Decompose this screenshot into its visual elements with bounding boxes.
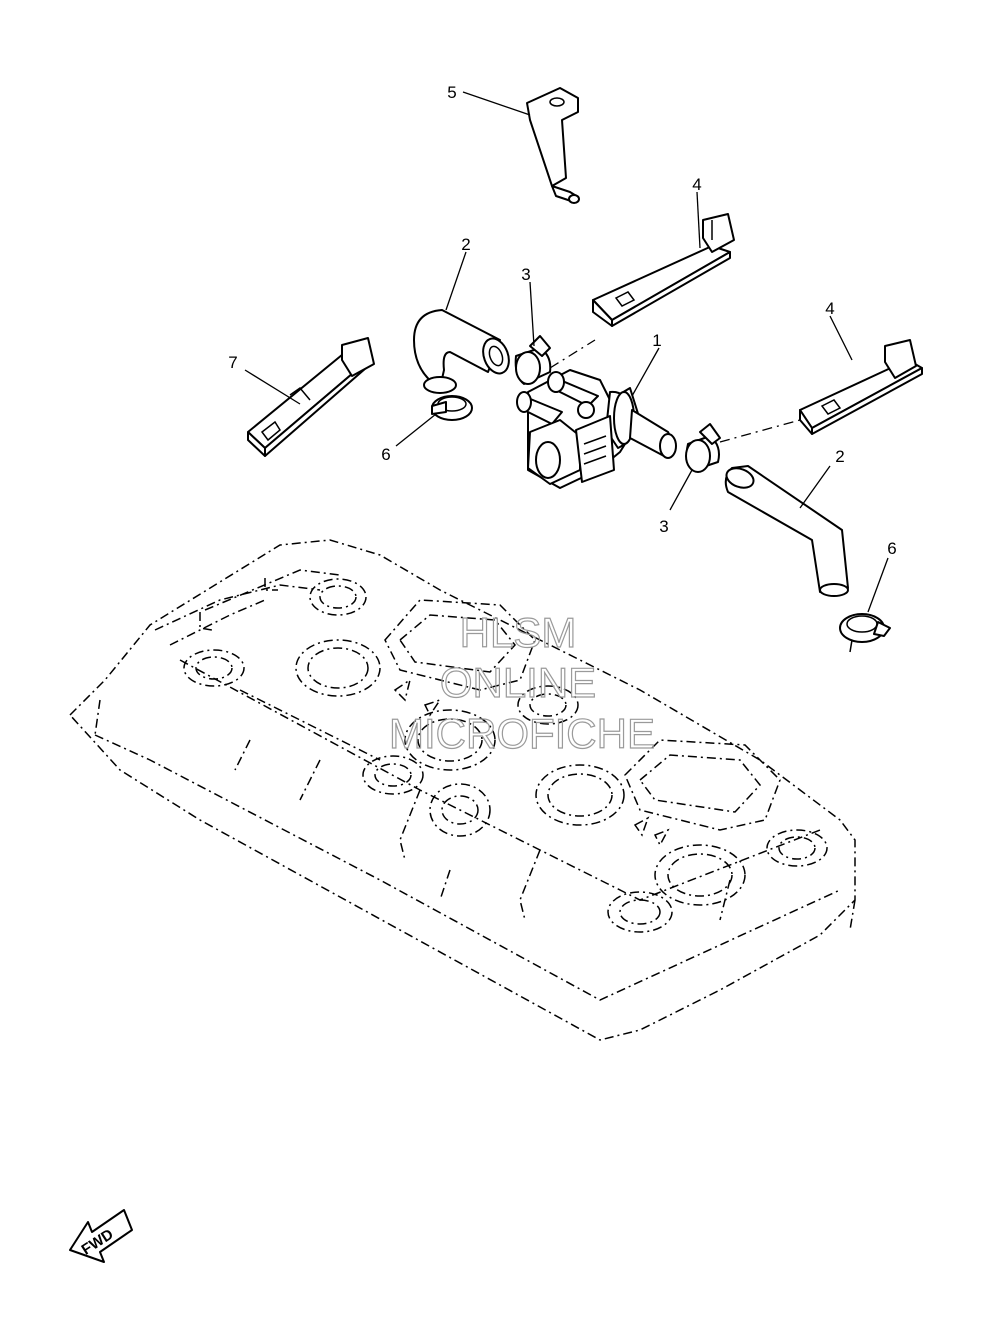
callout-7: 7 (228, 353, 237, 372)
band-part-7 (247, 337, 375, 457)
callout-3-lower: 3 (659, 517, 668, 536)
callout-4-upper: 4 (692, 175, 701, 194)
callout-6-left: 6 (381, 445, 390, 464)
callout-2-lower: 2 (835, 447, 844, 466)
watermark-line-3: MICROFICHE (389, 710, 655, 757)
watermark-line-1: HLSM (460, 609, 577, 656)
callout-4-lower: 4 (825, 299, 834, 318)
callout-2-upper: 2 (461, 235, 470, 254)
clamp-part-3-upper (514, 335, 552, 385)
callout-6-right: 6 (887, 539, 896, 558)
hose-part-2-lower (724, 465, 849, 597)
forward-arrow-icon (69, 1209, 133, 1263)
watermark: HLSM ONLINE MICROFICHE (388, 608, 655, 757)
cylinder-head-cover (68, 539, 856, 1041)
callout-1: 1 (652, 331, 661, 350)
hose-part-2-upper (413, 309, 510, 394)
hose-clip-part-6-left (431, 395, 473, 421)
clamp-part-3-lower (685, 423, 721, 473)
hose-clip-part-6-right (839, 613, 891, 653)
bracket-part-5 (526, 87, 580, 204)
air-cut-valve-part-1 (516, 369, 677, 489)
callout-3-upper: 3 (521, 265, 530, 284)
forward-direction-badge: FWD (69, 1209, 133, 1263)
band-part-4-lower (799, 339, 923, 435)
watermark-line-2: ONLINE (440, 659, 596, 706)
band-part-4-upper (592, 213, 735, 327)
callout-labels: 1 2 2 3 3 4 4 5 6 6 7 (228, 83, 896, 558)
leader-lines (244, 91, 889, 613)
callout-5: 5 (447, 83, 456, 102)
